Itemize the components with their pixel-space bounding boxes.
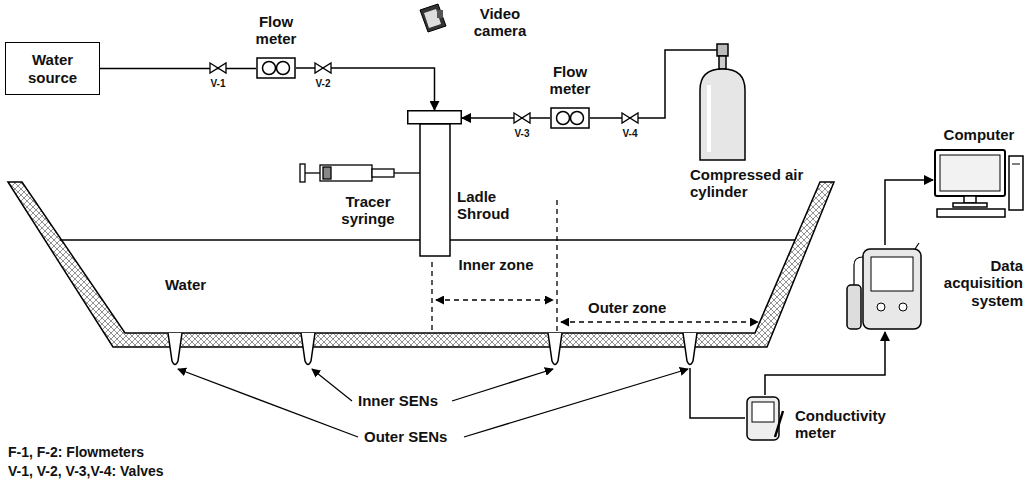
daq-device: Data acquisition system xyxy=(845,245,925,332)
conductivity-meter-shape xyxy=(745,395,785,442)
valve-label: V-4 xyxy=(615,128,645,140)
callout-label: Tracer syringe xyxy=(318,193,418,228)
ladle-shroud-shape xyxy=(407,110,462,257)
node-label: Computer xyxy=(933,126,1025,143)
connector xyxy=(590,50,695,118)
air-cylinder-shape xyxy=(695,40,750,162)
connector xyxy=(100,68,256,70)
node-label: Compressed air cylinder xyxy=(690,166,830,201)
conductivity-meter: Conductivity meter xyxy=(745,395,785,442)
callout-label: Inner SENs xyxy=(358,392,468,409)
flow-meter: Flow meter xyxy=(550,107,590,129)
flow-meter-shape xyxy=(256,57,296,79)
callout-label: Water xyxy=(165,276,235,293)
node-label: Flow meter xyxy=(535,63,605,98)
flow-meter: Flow meter xyxy=(256,57,296,79)
callout-label: Inner zone xyxy=(458,256,534,273)
sen-nozzles xyxy=(168,333,697,365)
air-cylinder: Compressed air cylinder xyxy=(695,40,750,162)
callout-label: F-1, F-2: Flowmeters xyxy=(8,444,308,460)
node-label: Flow meter xyxy=(241,13,311,48)
tracer-syringe-icon xyxy=(300,164,420,182)
sen-leaders xyxy=(178,369,688,437)
connector xyxy=(885,180,933,245)
connector xyxy=(296,68,435,110)
source-box: Water source xyxy=(5,42,100,95)
connector xyxy=(765,332,885,395)
callout-label: V-1, V-2, V-3,V-4: Valves xyxy=(8,463,308,479)
callout-label: Outer zone xyxy=(588,299,698,316)
node-label: Water source xyxy=(12,51,93,86)
callout-label: Video camera xyxy=(461,5,539,40)
node-label: Data acquisition system xyxy=(931,257,1023,309)
valve-label: V-1 xyxy=(203,78,233,90)
video-camera-icon xyxy=(420,4,446,32)
daq-device-shape xyxy=(845,245,925,332)
callout-label: Outer SENs xyxy=(364,428,474,445)
computer-icon: Computer xyxy=(933,148,1025,218)
ladle-shroud: Ladle Shroud xyxy=(407,110,462,257)
computer-icon-shape xyxy=(933,148,1025,218)
flow-meter-shape xyxy=(550,107,590,129)
node-label: Conductivity meter xyxy=(795,407,895,442)
valve-label: V-3 xyxy=(507,128,537,140)
connector xyxy=(462,117,550,119)
node-label: Ladle Shroud xyxy=(457,188,521,223)
valve-label: V-2 xyxy=(308,78,338,90)
probe-wire xyxy=(690,368,745,418)
